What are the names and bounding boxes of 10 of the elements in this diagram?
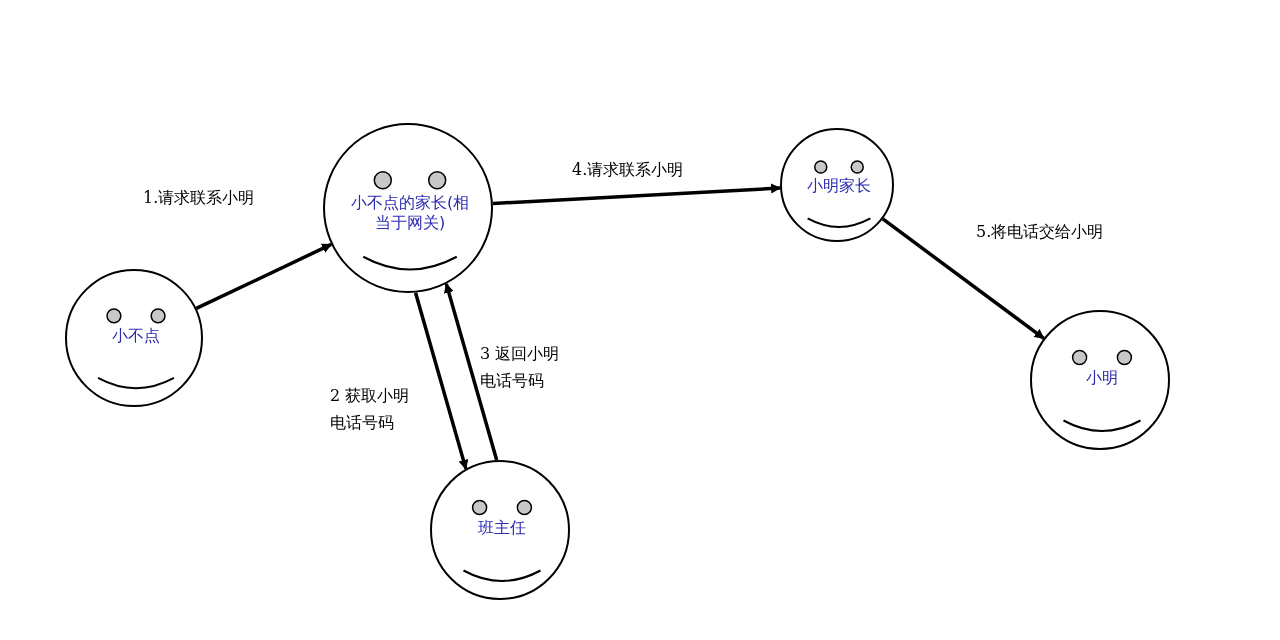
arrow bbox=[881, 217, 1045, 340]
node-label: 小明家长 bbox=[806, 175, 872, 196]
node-label: 班主任 bbox=[477, 518, 527, 538]
node-label: 小不点 bbox=[111, 326, 161, 347]
node-label: 小不点的家长(相当于网关) bbox=[350, 193, 470, 233]
arrow bbox=[492, 183, 782, 206]
node-label: 小明 bbox=[1085, 368, 1119, 388]
arrow bbox=[444, 282, 499, 461]
arrow bbox=[413, 292, 469, 470]
arrow bbox=[195, 242, 333, 310]
